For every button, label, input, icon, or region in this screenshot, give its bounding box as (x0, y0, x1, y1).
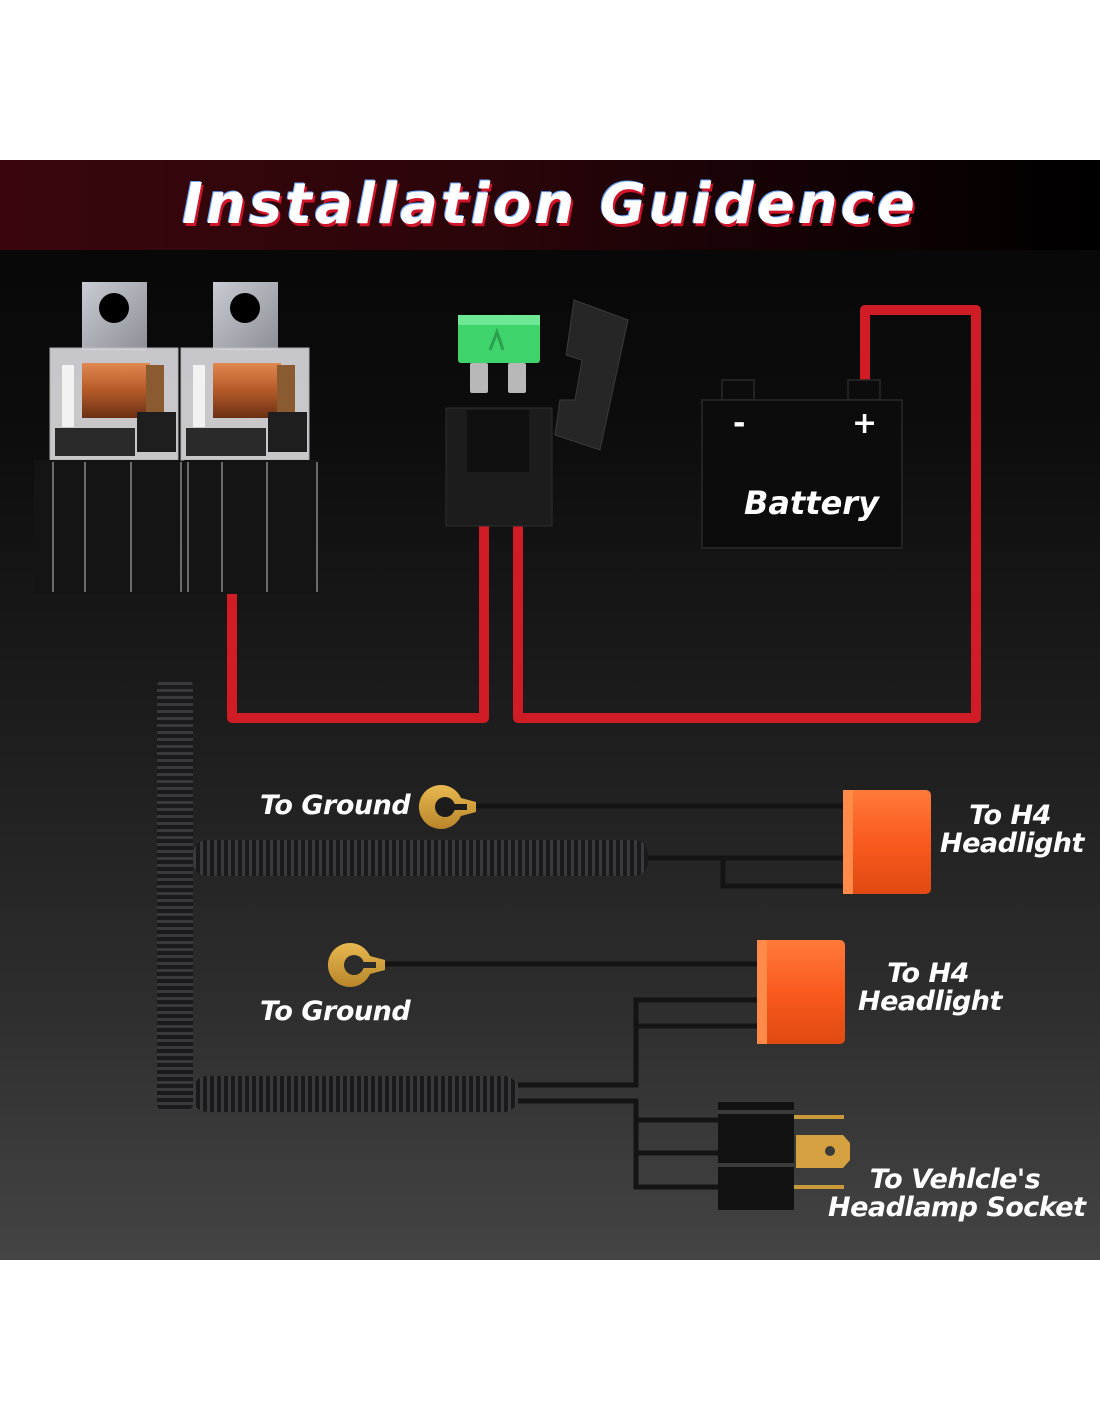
socket-label-line1: To Vehlcle's (869, 1164, 1041, 1195)
battery-icon (701, 379, 903, 549)
battery-positive-symbol: + (852, 406, 878, 441)
signal-wires (380, 803, 848, 1190)
headlight-1-label-line2: Headlight (940, 828, 1084, 859)
loom-vertical (157, 680, 193, 1110)
page-title: Installation Guidence (182, 172, 918, 237)
power-wires (227, 305, 981, 723)
headlight-2-label-line1: To H4 (887, 958, 969, 989)
h4-plug (718, 1102, 850, 1210)
headlight-2-label-line2: Headlight (858, 986, 1002, 1017)
wire-loom (157, 680, 648, 1112)
ground-1-label: To Ground (260, 790, 411, 821)
socket-label: To Vehlcle's Headlamp Socket (828, 1164, 1086, 1223)
headlight-1-wire-b (720, 858, 848, 889)
lower-wire-c (518, 1098, 724, 1190)
relay-1 (34, 282, 182, 594)
battery-negative-symbol: - (733, 406, 746, 441)
battery-label: Battery (744, 484, 879, 522)
wiring-diagram (34, 282, 981, 1210)
ground-2-label: To Ground (260, 996, 411, 1027)
headlight-1-label: To H4 Headlight (940, 800, 1084, 859)
headlight-1-label-line1: To H4 (969, 800, 1051, 831)
loom-branch-lower (193, 1076, 518, 1112)
title-banner: Installation Guidence (0, 160, 1100, 250)
headlight-2-label: To H4 Headlight (858, 958, 1002, 1017)
fuse-holder (445, 299, 629, 527)
lower-wire-a (518, 997, 762, 1088)
h4-headlight-connector-2 (757, 940, 845, 1044)
socket-label-line2: Headlamp Socket (828, 1192, 1086, 1223)
ground-ring-1 (418, 785, 476, 829)
ground-ring-2 (327, 943, 385, 988)
loom-branch-upper (193, 840, 648, 876)
h4-headlight-connector-1 (843, 790, 931, 894)
fuse-to-battery-wire (513, 305, 981, 723)
diagram-panel: Installation Guidence (0, 160, 1100, 1260)
relay-to-fuse-wire (227, 522, 489, 723)
relay-2 (180, 282, 318, 594)
fuse (458, 315, 540, 393)
